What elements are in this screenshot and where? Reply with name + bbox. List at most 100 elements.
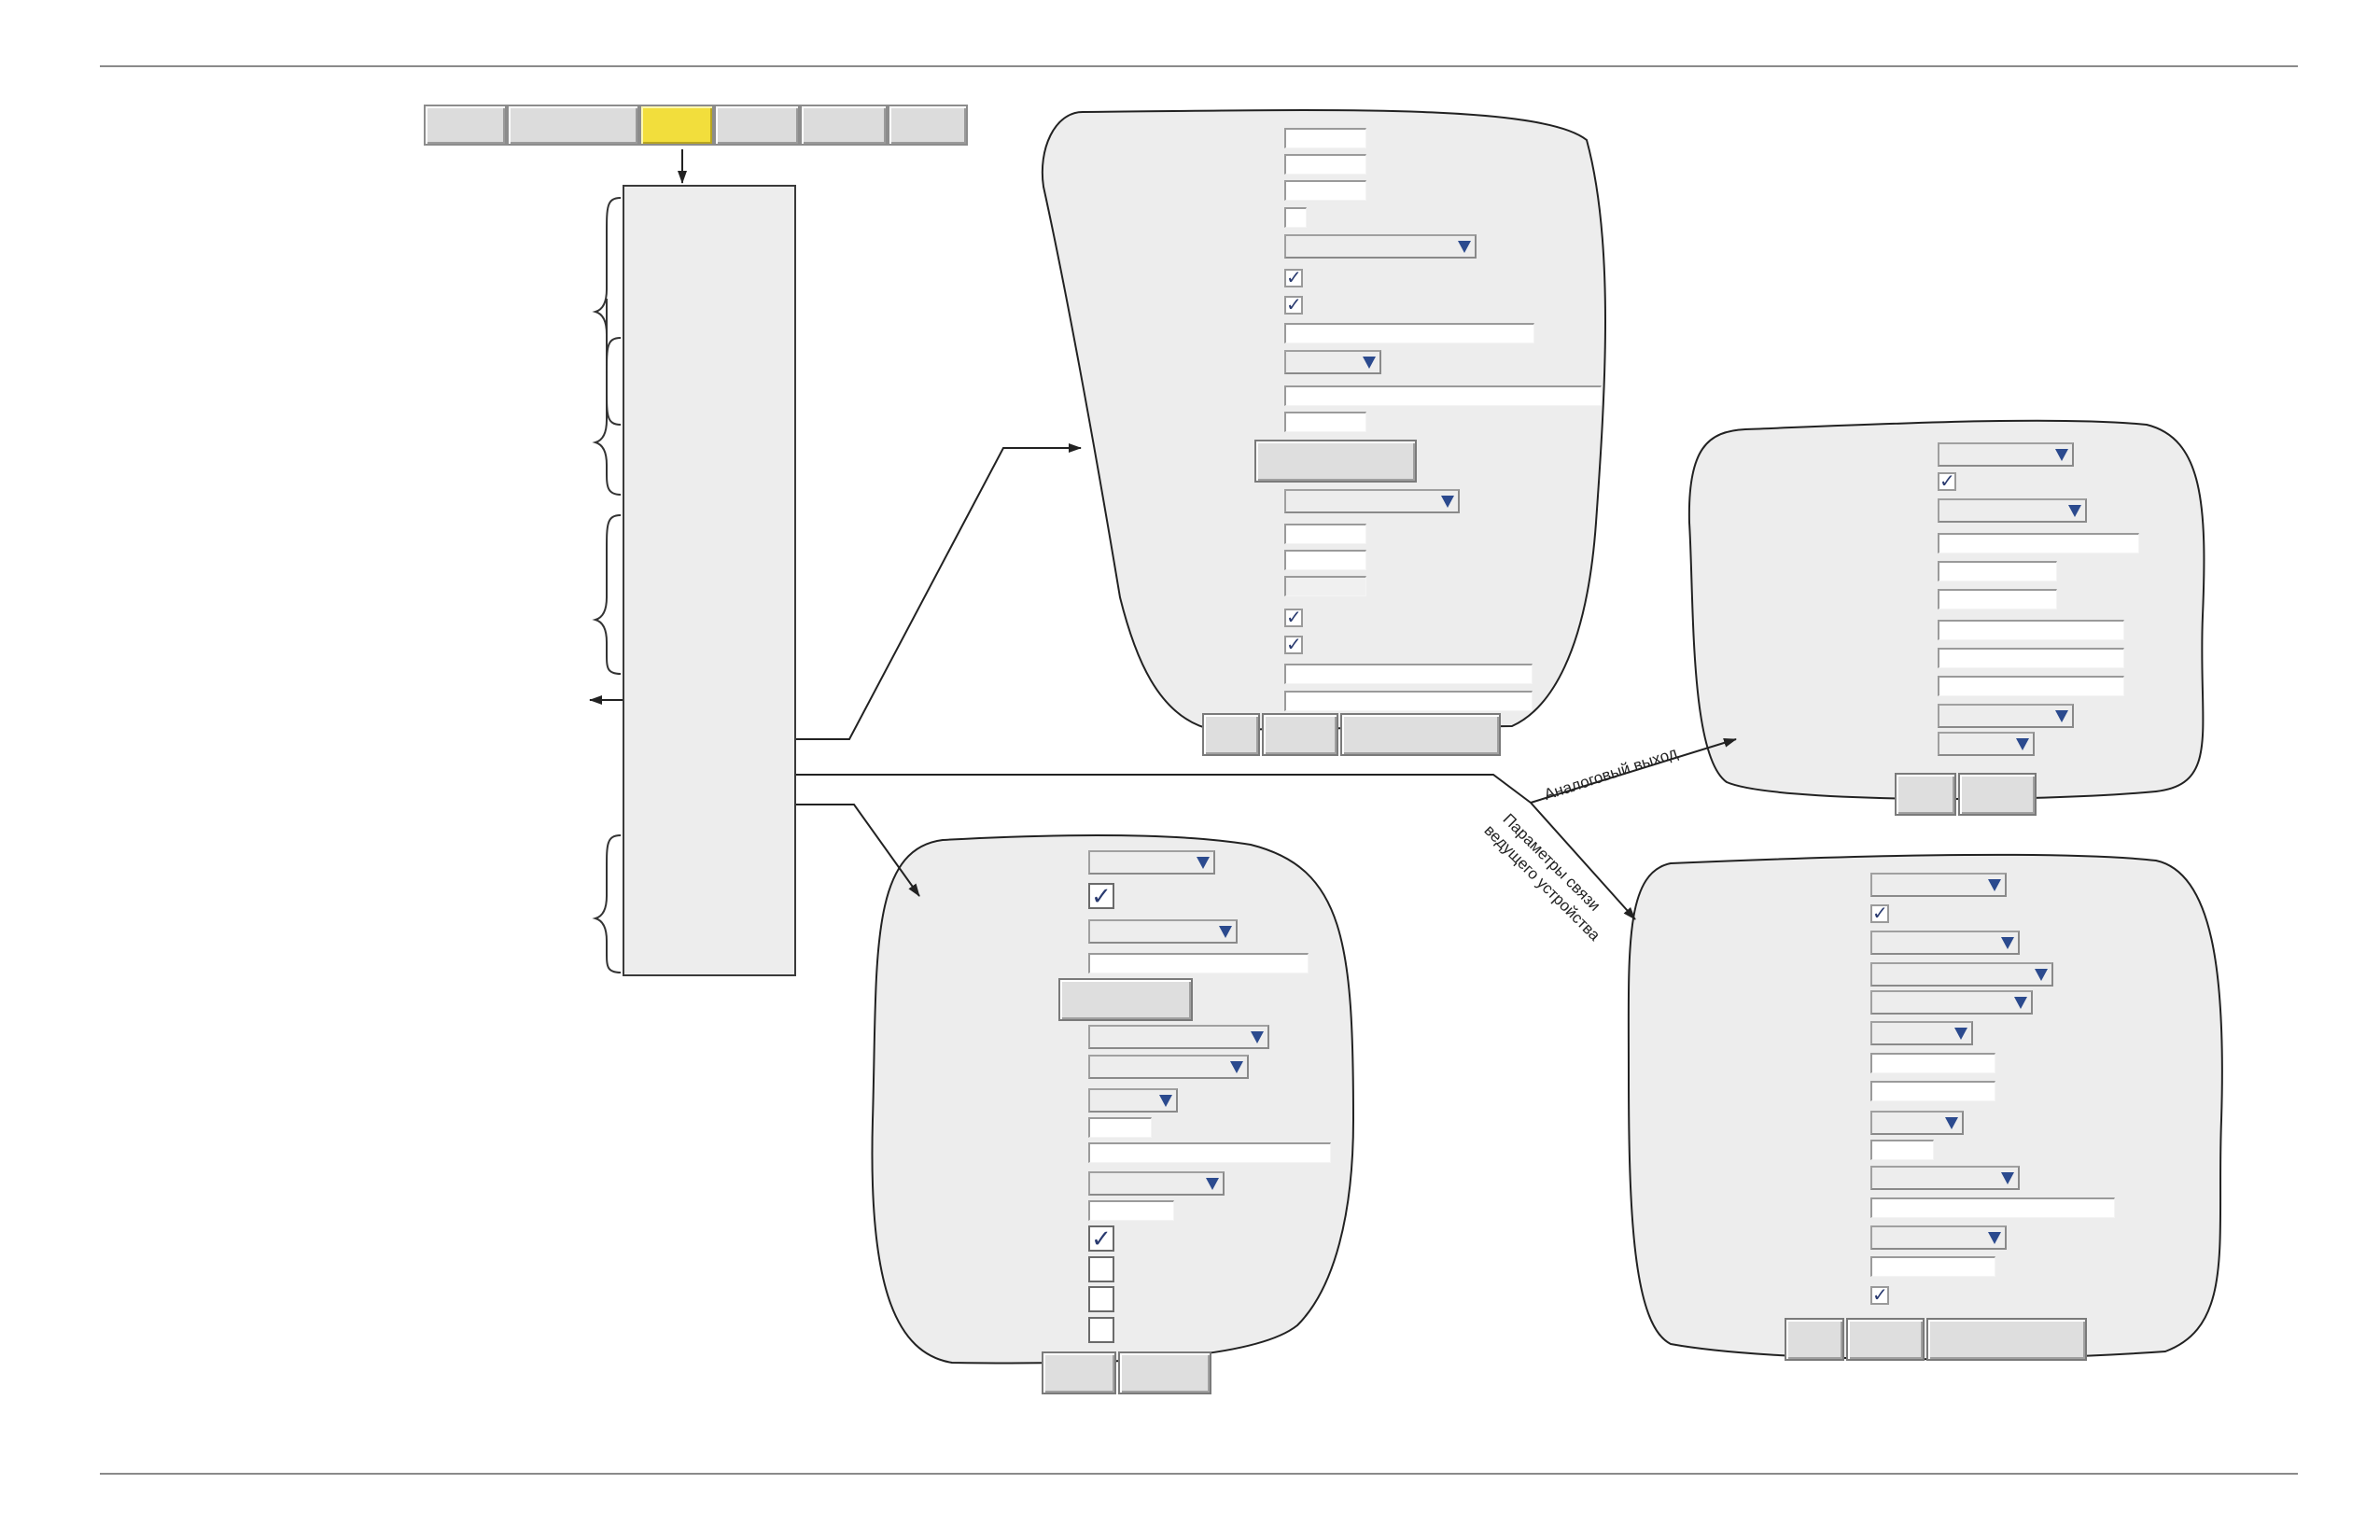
- dropdown-arrow-icon: [1219, 926, 1232, 938]
- panel-button[interactable]: [1846, 1318, 1925, 1361]
- panel-button[interactable]: [1340, 713, 1501, 756]
- checkbox-unchecked[interactable]: [1088, 1286, 1114, 1312]
- dropdown[interactable]: [1870, 990, 2033, 1015]
- arrow-to-master-comms: [1530, 802, 1636, 920]
- brace-icon: [592, 514, 622, 675]
- dropdown[interactable]: [1938, 498, 2087, 523]
- dropdown-arrow-icon: [1159, 1095, 1172, 1107]
- dropdown[interactable]: [1870, 1225, 2007, 1250]
- panel-button[interactable]: [1958, 773, 2037, 816]
- text-field[interactable]: [1938, 620, 2124, 640]
- tab-1[interactable]: [424, 105, 507, 146]
- bottom-rule: [100, 1473, 2298, 1475]
- dropdown[interactable]: [1088, 1171, 1225, 1196]
- dropdown-arrow-icon: [1945, 1117, 1958, 1129]
- dropdown-arrow-icon: [1458, 241, 1471, 253]
- text-field[interactable]: [1938, 676, 2124, 696]
- text-field[interactable]: [1938, 561, 2057, 581]
- dropdown-arrow-icon: [2055, 449, 2068, 461]
- dropdown[interactable]: [1870, 1021, 1973, 1045]
- panel-button[interactable]: [1895, 773, 1956, 816]
- dropdown-arrow-icon: [1363, 357, 1376, 369]
- dropdown[interactable]: [1088, 1088, 1178, 1113]
- text-field-wide[interactable]: [1284, 385, 1602, 406]
- dropdown[interactable]: [1088, 919, 1238, 944]
- text-field[interactable]: [1870, 1197, 2115, 1218]
- tab-2[interactable]: [507, 105, 639, 146]
- arrow-to-top-panel: [796, 443, 1082, 740]
- panel-button[interactable]: [1926, 1318, 2087, 1361]
- dropdown[interactable]: [1938, 442, 2074, 467]
- text-field[interactable]: [1870, 1053, 1995, 1073]
- text-field[interactable]: [1284, 412, 1366, 432]
- text-field-disabled: [1284, 576, 1366, 596]
- dropdown-arrow-icon: [2055, 710, 2068, 722]
- dropdown[interactable]: [1870, 1166, 2020, 1190]
- dropdown[interactable]: [1088, 850, 1215, 875]
- arrow-to-analog-output: [1530, 738, 1737, 804]
- text-field[interactable]: [1284, 323, 1534, 343]
- panel-button[interactable]: [1042, 1351, 1116, 1394]
- dropdown-arrow-icon: [2035, 969, 2048, 981]
- text-field[interactable]: [1088, 1200, 1174, 1221]
- config-menu[interactable]: [623, 185, 796, 976]
- dropdown[interactable]: [1284, 350, 1381, 374]
- dropdown-arrow-icon: [1251, 1031, 1264, 1043]
- dropdown[interactable]: [1870, 962, 2053, 987]
- panel-button[interactable]: [1118, 1351, 1211, 1394]
- checkbox-checked[interactable]: ✓: [1938, 471, 1956, 492]
- tab-6[interactable]: [888, 105, 968, 146]
- action-button[interactable]: [1254, 440, 1417, 483]
- dropdown[interactable]: [1938, 732, 2035, 756]
- text-field[interactable]: [1938, 533, 2139, 553]
- checkbox-checked[interactable]: ✓: [1870, 1285, 1889, 1306]
- text-field[interactable]: [1870, 1081, 1995, 1101]
- text-field[interactable]: [1088, 953, 1309, 973]
- text-field[interactable]: [1284, 154, 1366, 175]
- dropdown-arrow-icon: [1988, 879, 2001, 891]
- text-field[interactable]: [1284, 691, 1533, 711]
- tab-5[interactable]: [800, 105, 888, 146]
- text-field[interactable]: [1088, 1117, 1152, 1138]
- text-field[interactable]: [1284, 550, 1366, 570]
- panel-button[interactable]: [1785, 1318, 1844, 1361]
- text-field[interactable]: [1938, 648, 2124, 668]
- action-button[interactable]: [1058, 978, 1193, 1021]
- panel-right-bottom-outline: [1627, 853, 2223, 1361]
- dropdown[interactable]: [1870, 873, 2007, 897]
- dropdown[interactable]: [1284, 489, 1460, 513]
- text-field[interactable]: [1938, 589, 2057, 609]
- dropdown[interactable]: [1938, 704, 2074, 728]
- checkbox-checked[interactable]: ✓: [1284, 295, 1303, 315]
- dropdown[interactable]: [1284, 234, 1477, 259]
- checkbox-unchecked[interactable]: [1088, 1256, 1114, 1282]
- checkbox-checked[interactable]: ✓: [1284, 635, 1303, 655]
- text-field[interactable]: [1284, 180, 1366, 201]
- checkbox-checked[interactable]: ✓: [1284, 608, 1303, 628]
- text-field[interactable]: [1088, 1142, 1331, 1163]
- checkbox-checked[interactable]: ✓: [1870, 903, 1889, 924]
- checkbox-checked[interactable]: ✓: [1088, 883, 1114, 909]
- checkbox-unchecked[interactable]: [1088, 1317, 1114, 1343]
- arrow-trunk-right: [796, 774, 1532, 804]
- tab-4[interactable]: [714, 105, 800, 146]
- text-field[interactable]: [1284, 524, 1366, 544]
- checkbox-checked[interactable]: ✓: [1088, 1225, 1114, 1252]
- dropdown[interactable]: [1088, 1055, 1249, 1079]
- panel-button[interactable]: [1202, 713, 1260, 756]
- dropdown[interactable]: [1088, 1025, 1269, 1049]
- dropdown-arrow-icon: [2001, 1172, 2014, 1184]
- dropdown[interactable]: [1870, 931, 2020, 955]
- text-field[interactable]: [1284, 128, 1366, 148]
- panel-button[interactable]: [1262, 713, 1338, 756]
- tab-3-active[interactable]: [639, 105, 714, 146]
- text-field[interactable]: [1870, 1140, 1934, 1160]
- dropdown-arrow-icon: [2068, 505, 2081, 517]
- dropdown-arrow-icon: [1206, 1178, 1219, 1190]
- dropdown[interactable]: [1870, 1111, 1964, 1135]
- text-field[interactable]: [1284, 207, 1307, 228]
- text-field[interactable]: [1870, 1256, 1995, 1277]
- text-field[interactable]: [1284, 664, 1533, 684]
- checkbox-checked[interactable]: ✓: [1284, 268, 1303, 288]
